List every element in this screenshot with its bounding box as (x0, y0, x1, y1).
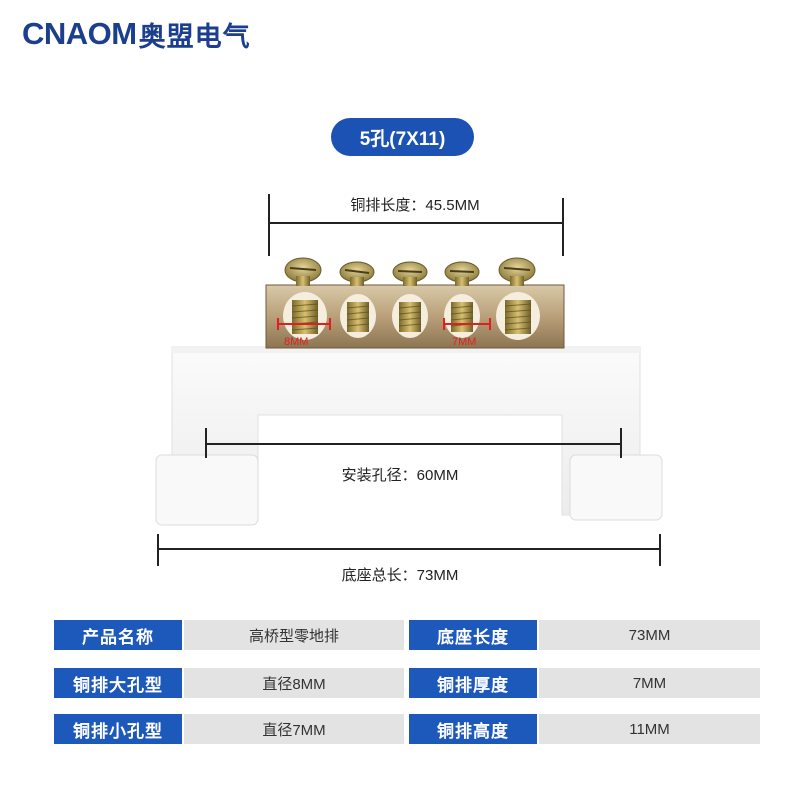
base-length-tick-right (659, 534, 661, 566)
bar-length-label: 铜排长度：45.5MM (300, 194, 530, 215)
spec-label-thickness: 铜排厚度 (409, 668, 537, 698)
brand-logo-chinese: 奥盟电气 (138, 21, 251, 53)
spec-value-height: 11MM (539, 714, 760, 744)
spec-label-product-name: 产品名称 (54, 620, 182, 650)
mount-spacing-label: 安装孔径：60MM (341, 467, 459, 484)
copper-bar (265, 284, 565, 349)
big-hole-label: 8MM (284, 336, 309, 348)
spec-value-base-length: 73MM (539, 620, 760, 650)
spec-value-thickness: 7MM (539, 668, 760, 698)
spec-label-small-hole: 铜排小孔型 (54, 714, 182, 744)
spec-label-height: 铜排高度 (409, 714, 537, 744)
spec-value-small-hole: 直径7MM (184, 714, 404, 744)
mount-spacing-line (205, 443, 622, 445)
product-image (155, 257, 663, 526)
bar-length-line (268, 222, 564, 224)
base-length-line (157, 548, 661, 550)
spec-value-product-name: 高桥型零地排 (184, 620, 404, 650)
small-hole-label: 7MM (452, 336, 477, 348)
spec-label-big-hole: 铜排大孔型 (54, 668, 182, 698)
spec-label-base-length: 底座长度 (409, 620, 537, 650)
spec-value-big-hole: 直径8MM (184, 668, 404, 698)
spec-title-badge: 5孔(7X11) (331, 118, 474, 156)
hole-size-markers (277, 318, 491, 330)
base-length-tick-left (157, 534, 159, 566)
bar-length-tick-left (268, 194, 270, 256)
insulator-base (155, 346, 663, 526)
bar-holes (283, 292, 540, 340)
bar-length-tick-right (562, 198, 564, 256)
brand-logo: CNAOM 奥盟电气 (22, 14, 251, 54)
brand-logo-latin: CNAOM (22, 16, 137, 51)
base-length-label: 底座总长：73MM (341, 567, 459, 584)
screw-heads (284, 257, 536, 286)
